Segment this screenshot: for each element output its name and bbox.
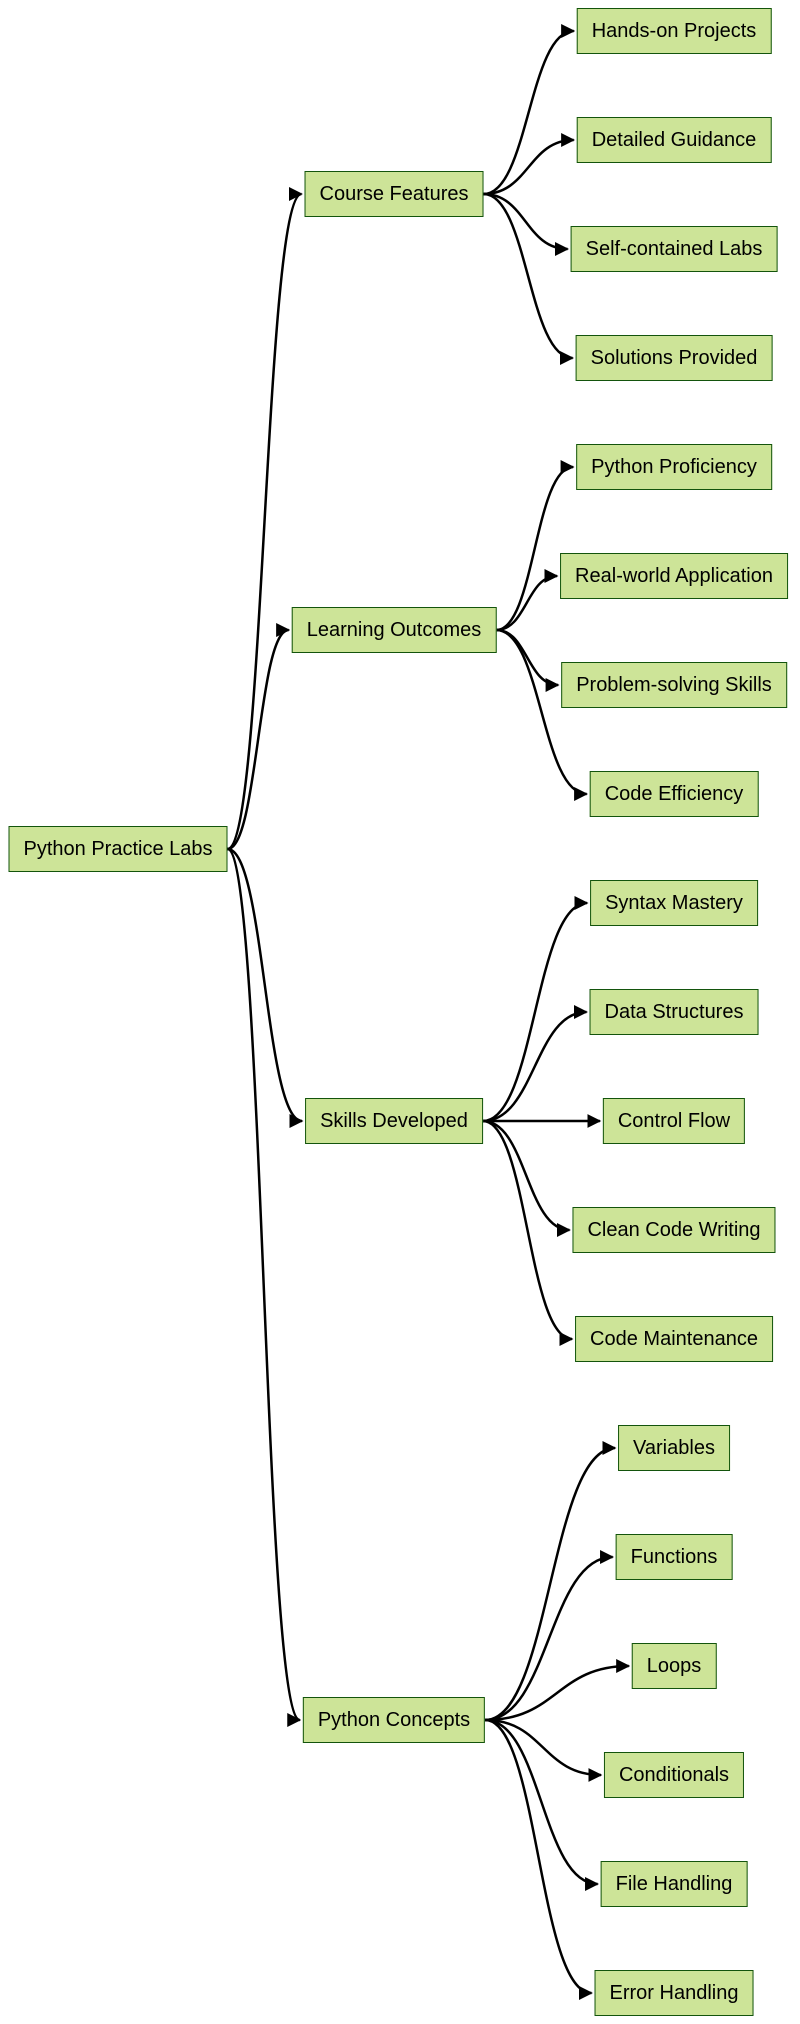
node-python-practice-labs: Python Practice Labs xyxy=(8,826,228,872)
edge-arrow xyxy=(482,1119,571,1237)
edge-arrow xyxy=(496,628,589,801)
edge-arrow xyxy=(482,1005,588,1123)
edge-arrow xyxy=(227,623,291,851)
node-code-maintenance: Code Maintenance xyxy=(575,1316,773,1362)
edge-arrow xyxy=(483,24,576,196)
edge-arrow xyxy=(496,569,559,632)
node-data-structures: Data Structures xyxy=(589,989,759,1035)
node-problem-solving-skills: Problem-solving Skills xyxy=(561,662,787,708)
edge-arrow xyxy=(226,187,303,851)
edge-arrow xyxy=(485,1718,603,1782)
node-functions: Functions xyxy=(615,1534,733,1580)
edge-arrow xyxy=(485,1718,600,1891)
node-python-concepts: Python Concepts xyxy=(302,1697,486,1743)
edge-arrow xyxy=(485,1550,615,1722)
node-code-efficiency: Code Efficiency xyxy=(589,771,759,817)
node-conditionals: Conditionals xyxy=(603,1752,745,1798)
edge-arrow xyxy=(226,847,302,1727)
node-self-contained-labs: Self-contained Labs xyxy=(570,226,778,272)
edge-arrow xyxy=(482,896,589,1123)
node-solutions-provided: Solutions Provided xyxy=(575,335,773,381)
node-file-handling: File Handling xyxy=(600,1861,748,1907)
edge-arrow xyxy=(485,1441,617,1722)
node-syntax-mastery: Syntax Mastery xyxy=(590,880,758,926)
node-error-handling: Error Handling xyxy=(594,1970,754,2016)
edge-arrow xyxy=(485,1659,631,1722)
edge-arrow xyxy=(483,192,570,256)
edge-arrow xyxy=(483,192,575,365)
edge-arrow xyxy=(227,847,304,1128)
node-skills-developed: Skills Developed xyxy=(305,1098,483,1144)
node-course-features: Course Features xyxy=(304,171,484,217)
node-variables: Variables xyxy=(618,1425,730,1471)
node-hands-on-projects: Hands-on Projects xyxy=(576,8,772,54)
node-learning-outcomes: Learning Outcomes xyxy=(291,607,497,653)
edge-arrow xyxy=(496,628,560,692)
node-real-world-application: Real-world Application xyxy=(560,553,788,599)
node-detailed-guidance: Detailed Guidance xyxy=(576,117,772,163)
edge-arrow xyxy=(483,133,576,196)
edge-arrow xyxy=(496,460,575,632)
node-clean-code-writing: Clean Code Writing xyxy=(572,1207,776,1253)
node-python-proficiency: Python Proficiency xyxy=(576,444,772,490)
edge-arrow xyxy=(485,1718,593,2000)
edge-arrow xyxy=(482,1119,574,1346)
node-control-flow: Control Flow xyxy=(602,1098,746,1144)
node-loops: Loops xyxy=(631,1643,717,1689)
